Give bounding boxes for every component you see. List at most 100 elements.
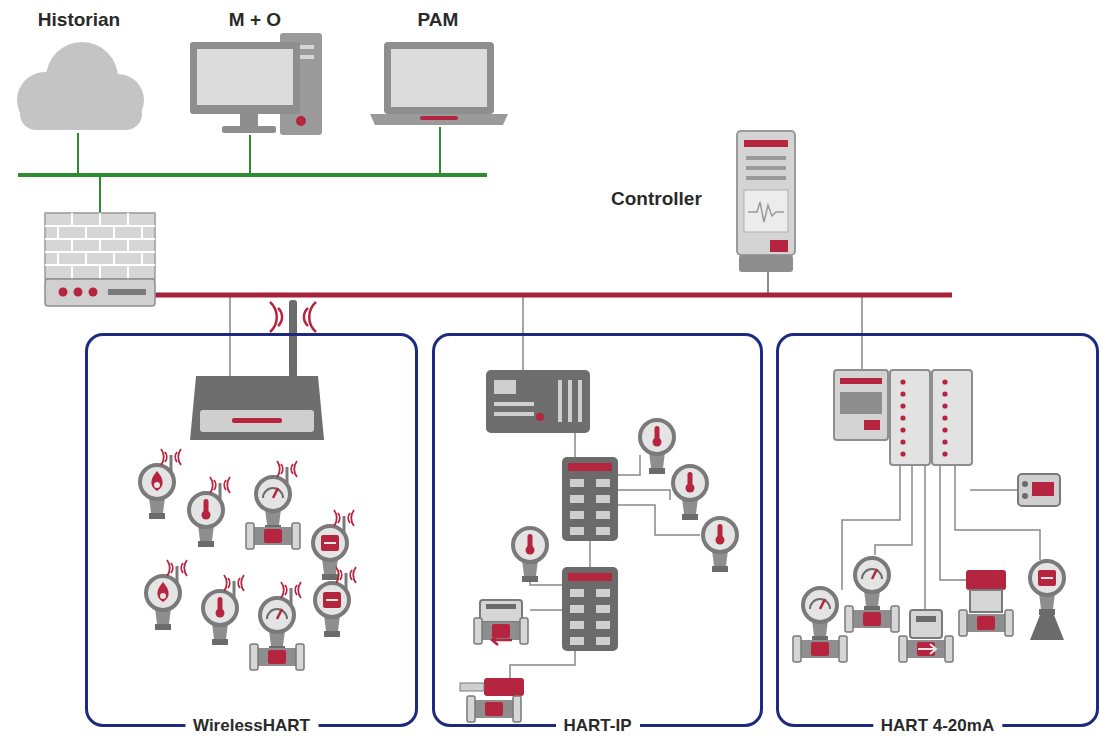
hart-ip-network xyxy=(618,490,670,500)
wireless-devices xyxy=(256,477,290,531)
wireless-gateway xyxy=(232,418,282,423)
hart-ip-network xyxy=(467,696,521,722)
hart-ip-network xyxy=(530,609,562,611)
hart-ip-network xyxy=(703,518,737,572)
firewall-icon xyxy=(99,213,101,226)
firewall-icon xyxy=(45,279,155,306)
hart-analog-network xyxy=(942,403,947,408)
hart-analog-network xyxy=(966,570,1006,590)
wireless-devices xyxy=(189,493,223,547)
computer-icon xyxy=(197,49,293,105)
hart-ip-network xyxy=(510,650,575,680)
wireless-devices xyxy=(260,598,294,652)
controller-icon xyxy=(746,176,786,180)
wireless-devices xyxy=(203,591,237,645)
node-label: HART-IP xyxy=(556,716,640,736)
wireless-devices xyxy=(323,592,341,608)
firewall-icon xyxy=(71,213,73,226)
wireless-devices xyxy=(263,488,283,498)
controller-icon xyxy=(770,240,788,252)
hart-analog-network xyxy=(942,451,947,456)
hart-analog-network xyxy=(942,427,947,432)
computer-icon xyxy=(296,116,306,126)
controller-icon xyxy=(739,255,793,272)
firewall-icon xyxy=(85,252,87,265)
wireless-devices xyxy=(336,567,356,590)
hart-analog-network xyxy=(900,415,905,420)
hart-analog-network xyxy=(959,610,1013,636)
node-label: WirelessHART xyxy=(185,716,318,736)
hart-ip-network xyxy=(568,380,572,422)
hart-analog-network xyxy=(900,391,905,396)
wireless-devices xyxy=(140,465,174,519)
hart-ip-network xyxy=(589,541,591,567)
hart-analog-network xyxy=(900,379,905,384)
workstation-node: M + O xyxy=(185,5,325,135)
network-zone: HART 4-20mA xyxy=(776,333,1099,727)
hart-ip-network xyxy=(513,528,547,582)
hart-ip-network xyxy=(640,420,674,474)
control-bus xyxy=(18,175,952,295)
wireless-devices xyxy=(250,644,304,670)
hart-analog-network xyxy=(942,391,947,396)
firewall-icon xyxy=(45,213,155,279)
hart-ip-network xyxy=(716,524,725,545)
hart-analog-network xyxy=(970,590,1002,612)
hart-ip-network xyxy=(492,635,512,645)
hart-ip-network xyxy=(562,457,618,541)
hart-analog-network xyxy=(862,569,882,579)
firewall-icon xyxy=(113,226,115,239)
wireless-devices xyxy=(334,510,354,533)
firewall-icon xyxy=(89,288,98,297)
cloud-node: Historian xyxy=(10,5,148,133)
hart-analog-network xyxy=(1018,474,1060,506)
hart-analog-network xyxy=(900,427,905,432)
controller-icon xyxy=(737,131,795,255)
firewall-icon xyxy=(99,265,101,279)
hart-ip-network xyxy=(526,534,535,555)
hart-analog-network xyxy=(910,610,942,638)
control-bus xyxy=(155,293,952,298)
wireless-devices xyxy=(216,597,225,618)
laptop-icon xyxy=(391,49,487,107)
wireless-gateway xyxy=(200,410,314,432)
wireless-devices xyxy=(224,575,244,598)
controller-icon xyxy=(746,156,786,160)
control-bus xyxy=(99,175,101,213)
hart-ip-network xyxy=(460,333,737,722)
hart-analog-network xyxy=(1030,561,1064,615)
hart-analog-network xyxy=(890,370,930,465)
hart-analog-network xyxy=(900,439,905,444)
firewall-icon xyxy=(127,265,129,279)
hart-analog-network xyxy=(899,636,953,662)
firewall-icon xyxy=(99,239,101,252)
wireless-devices xyxy=(140,449,356,670)
hart-analog-network xyxy=(834,370,888,440)
computer-icon xyxy=(240,114,258,126)
wireless-devices xyxy=(167,560,187,583)
controller-icon xyxy=(746,166,786,170)
network-link xyxy=(78,133,250,175)
wireless-devices xyxy=(321,535,339,551)
wireless-devices xyxy=(161,449,181,472)
hart-analog-network xyxy=(793,333,1064,662)
cloud-icon xyxy=(20,98,142,130)
hart-ip-network xyxy=(558,380,562,422)
hart-ip-network xyxy=(484,678,524,696)
hart-analog-network xyxy=(793,636,847,662)
computer-icon xyxy=(190,33,322,135)
firewall-icon xyxy=(45,213,155,279)
controller-icon xyxy=(737,131,795,272)
network-link xyxy=(768,272,862,333)
hart-analog-network xyxy=(810,599,830,609)
firewall-icon xyxy=(57,252,59,265)
wireless-devices xyxy=(210,477,230,500)
firewall-icon xyxy=(141,252,143,265)
firewall-icon xyxy=(108,289,146,295)
hart-analog-network xyxy=(845,606,899,632)
wireless-devices xyxy=(157,582,168,602)
wireless-gateway xyxy=(229,333,231,376)
hart-ip-network xyxy=(536,413,544,421)
laptop-icon xyxy=(384,42,494,114)
